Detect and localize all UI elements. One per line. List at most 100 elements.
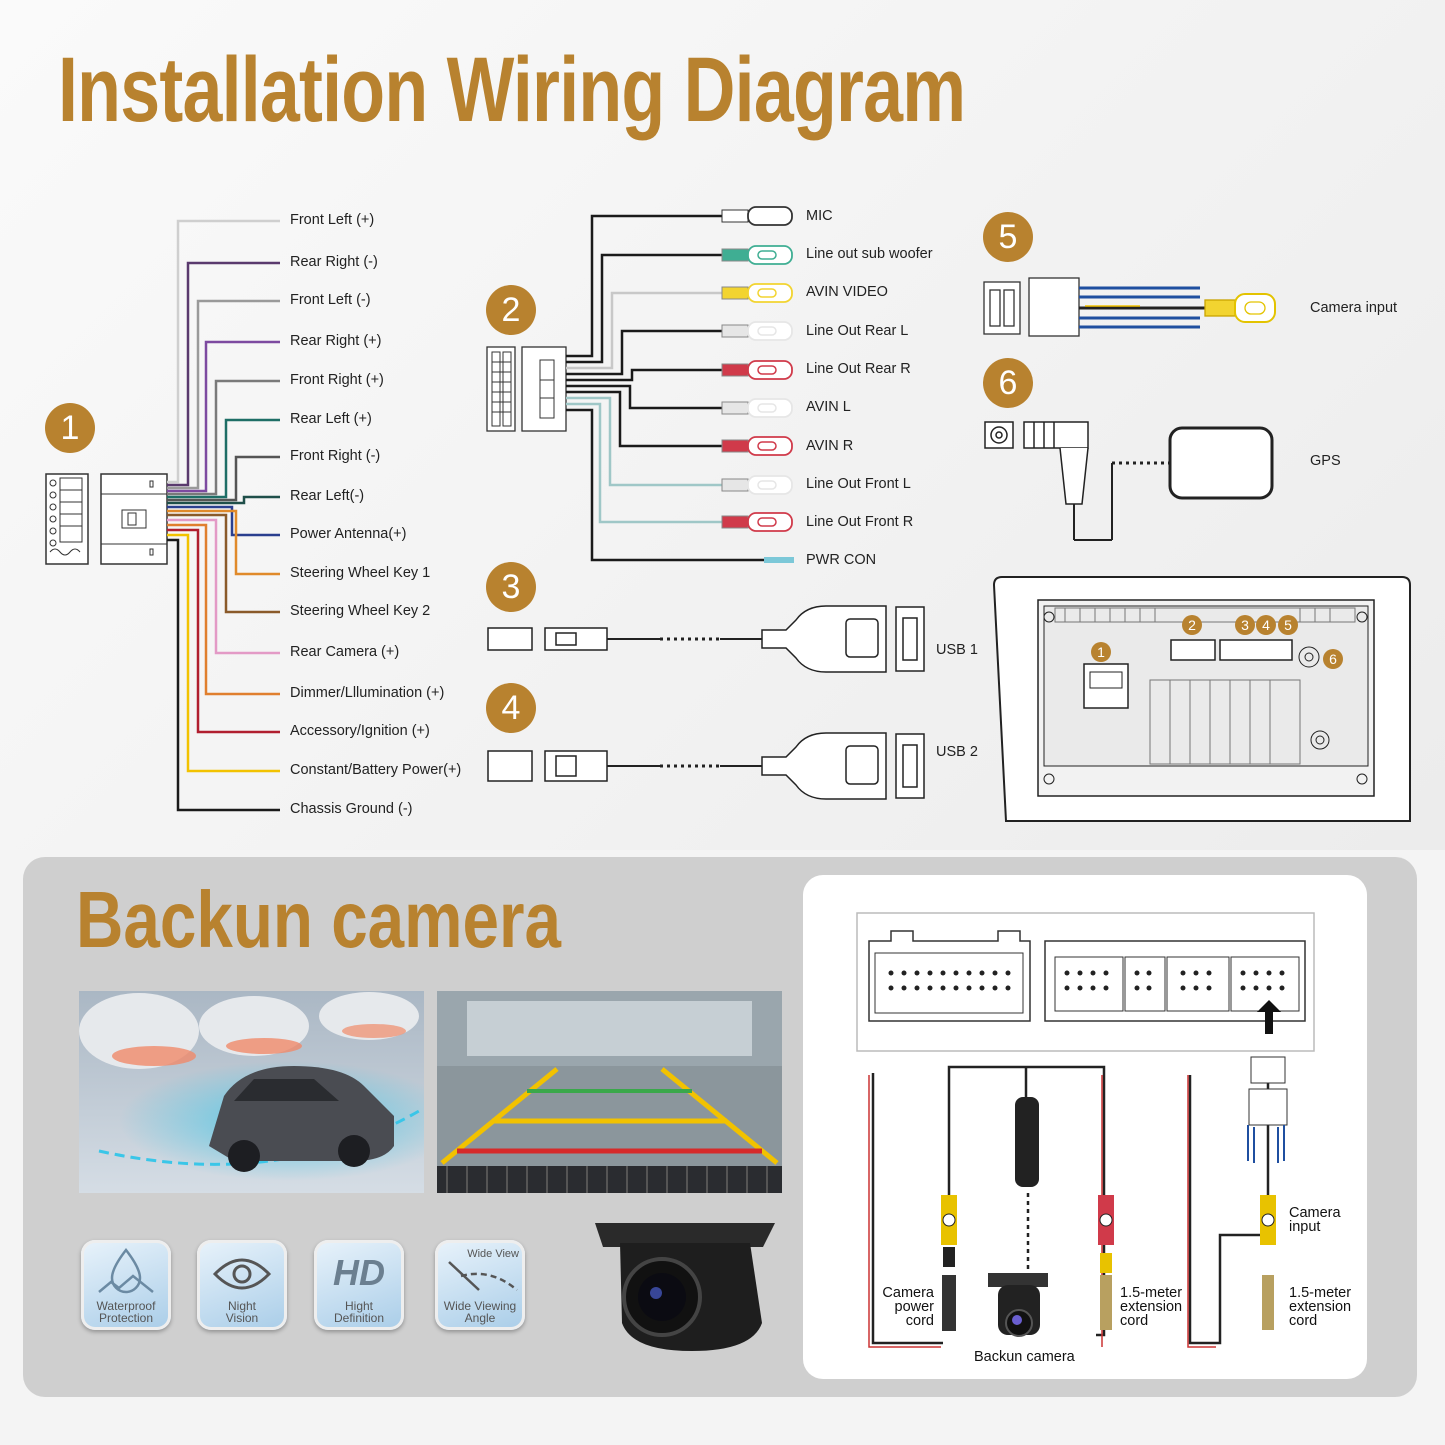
rca-plug-head <box>747 436 793 456</box>
rca-plug-pin <box>757 403 777 413</box>
diagram-label: cord <box>905 1313 934 1329</box>
rca-plug-head <box>747 206 793 226</box>
parking-sensor-photo <box>79 991 424 1193</box>
rca-plug-sleeve <box>721 324 749 338</box>
harness2-wire <box>566 396 722 487</box>
panel-badge-2: 2 <box>1182 615 1202 635</box>
h2-label: Line Out Rear L <box>806 323 909 339</box>
harness1-wire <box>167 513 280 614</box>
harness1-wire <box>167 538 280 812</box>
feature-label: Definition <box>333 1311 385 1325</box>
h1-label: Rear Left(-) <box>290 488 365 504</box>
camera-input-cable <box>983 277 1276 337</box>
harness2-wire <box>566 253 722 364</box>
wide-view-top-label: Wide View <box>467 1248 519 1260</box>
usb2-cable <box>487 732 925 800</box>
harness2-connector <box>486 346 567 432</box>
harness2-wire <box>566 402 722 524</box>
harness1-wire <box>167 340 280 493</box>
h2-label: MIC <box>806 208 833 224</box>
harness1-wire <box>167 505 280 537</box>
feature-label: Protection <box>98 1311 154 1325</box>
h1-label: Rear Left (+) <box>290 411 372 427</box>
harness2-wire <box>566 329 722 376</box>
harness1-wire <box>167 509 280 576</box>
h1-label: Front Right (+) <box>290 372 384 388</box>
rca-plug-pin <box>757 288 777 298</box>
feature-label: Hight <box>344 1299 373 1313</box>
h1-label: Chassis Ground (-) <box>290 801 413 817</box>
h1-label: Accessory/Ignition (+) <box>290 723 430 739</box>
feature-label: Wide Viewing <box>443 1299 517 1313</box>
diagram-label: Camera <box>882 1285 934 1301</box>
h1-label: Rear Camera (+) <box>290 644 400 660</box>
diagram-label: 1.5-meter <box>1120 1285 1183 1301</box>
diagram-label: Camera <box>1289 1205 1341 1221</box>
rca-plug-sleeve <box>721 286 749 300</box>
feature-label: Angle <box>464 1311 496 1325</box>
harness1-wires <box>167 219 280 812</box>
h1-label: Front Left (-) <box>290 292 371 308</box>
harness1-wire <box>167 523 280 696</box>
usb1-label: USB 1 <box>936 642 978 658</box>
diagram-label: cord <box>1289 1313 1318 1329</box>
parking-lines-photo <box>437 991 782 1193</box>
harness2-badge: 2 <box>486 285 536 335</box>
harness1-wire <box>167 495 280 505</box>
harness1-wire <box>167 528 280 734</box>
panel-badge-5: 5 <box>1278 615 1298 635</box>
rca-plug-pin <box>757 441 777 451</box>
h1-label: Power Antenna(+) <box>290 526 407 542</box>
rca-plug-sleeve <box>721 401 749 415</box>
wide-angle-icon <box>448 1261 518 1291</box>
usb1-cable <box>487 605 925 673</box>
water-drop-icon <box>98 1247 154 1294</box>
harness1-wire <box>167 379 280 496</box>
harness2-wire <box>566 408 764 562</box>
h2-label: AVIN L <box>806 399 851 415</box>
backup-wiring-svg <box>856 912 1315 1348</box>
backup-title: Backun camera <box>76 875 561 964</box>
h1-label: Rear Right (+) <box>290 333 382 349</box>
harness1-wire <box>167 261 280 487</box>
backup-camera-product-image <box>595 1223 775 1351</box>
page-title: Installation Wiring Diagram <box>58 39 966 141</box>
rca-plug-head <box>747 321 793 341</box>
rca-plug-sleeve <box>721 478 749 492</box>
head-unit-back-panel <box>992 576 1411 822</box>
camera-input-badge: 5 <box>983 212 1033 262</box>
rca-plug-pin <box>757 480 777 490</box>
harness2-wire <box>566 291 722 370</box>
panel-badge-4: 4 <box>1256 615 1276 635</box>
extension-cord-label: 1.5-meter extension cord <box>1120 1285 1183 1329</box>
rca-plug-head <box>747 398 793 418</box>
gps-badge: 6 <box>983 358 1033 408</box>
diagram-label: power <box>894 1299 935 1315</box>
extension-cord-label-2: 1.5-meter extension cord <box>1289 1286 1352 1329</box>
harness1-wire <box>167 219 280 484</box>
harness1-badge: 1 <box>45 403 95 453</box>
usb1-badge: 3 <box>486 562 536 612</box>
rca-plug-sleeve <box>721 439 749 453</box>
h2-label: AVIN R <box>806 438 854 454</box>
harness1-wire <box>167 533 280 773</box>
backup-camera-diagram-label: Backun camera <box>974 1349 1075 1365</box>
h2-label: AVIN VIDEO <box>806 284 888 300</box>
eye-icon <box>212 1258 272 1290</box>
rca-plug-sleeve <box>721 209 749 223</box>
pwr-con-tip <box>764 557 794 563</box>
diagram-label: extension <box>1289 1299 1352 1315</box>
h1-label: Dimmer/Lllumination (+) <box>290 685 445 701</box>
rca-plug-head <box>747 475 793 495</box>
harness1-wire <box>167 455 280 502</box>
gps-cable <box>984 421 1274 541</box>
camera-input-diagram-label: Camera input <box>1289 1205 1341 1235</box>
gps-label: GPS <box>1310 453 1341 469</box>
diagram-label: cord <box>1120 1313 1149 1329</box>
diagram-label: extension <box>1120 1299 1183 1315</box>
wiring-svg <box>45 206 1411 822</box>
rca-plug-sleeve <box>721 248 749 262</box>
hd-icon: HD <box>333 1252 385 1293</box>
